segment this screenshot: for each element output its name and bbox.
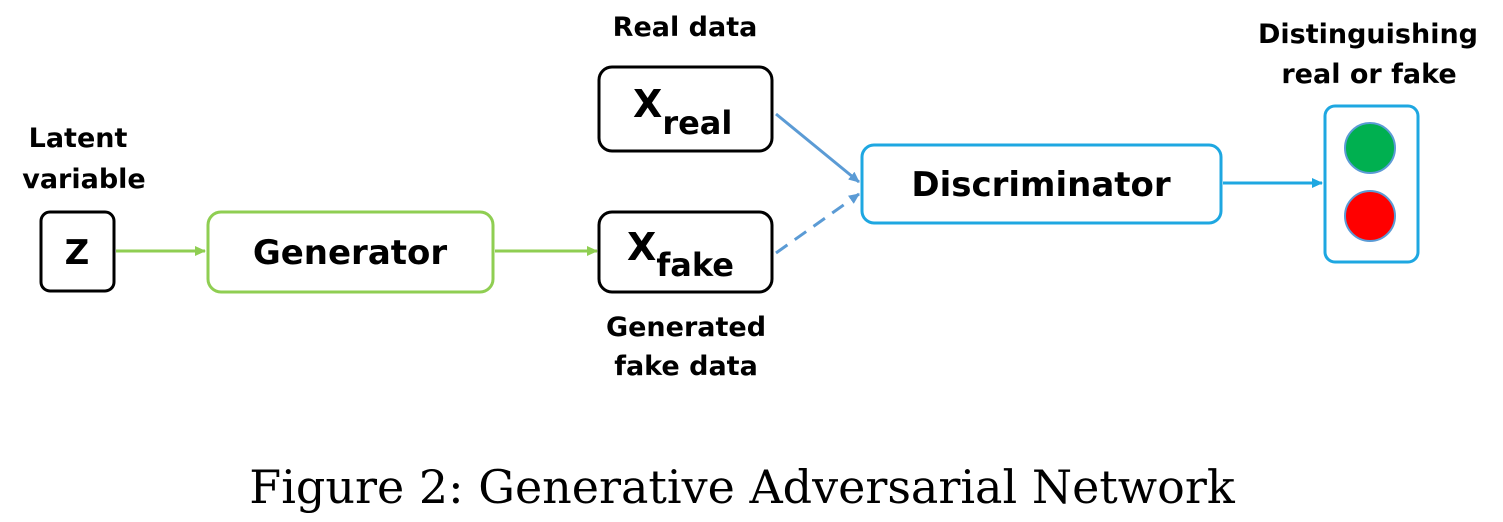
distinguishing-label-line1: Distinguishing: [1258, 19, 1478, 50]
x-fake-symbol: Xfake: [627, 225, 734, 284]
z-node-label: Z: [65, 233, 90, 273]
x-real-base: X: [633, 82, 662, 126]
generator-node: [206, 210, 495, 294]
arrow-xfake-to-discriminator: [775, 192, 860, 255]
z-node: [39, 210, 116, 293]
discriminator-node-label: Discriminator: [911, 165, 1171, 205]
real-data-label: Real data: [613, 12, 758, 43]
x-real-symbol: Xreal: [633, 82, 732, 142]
x-real-node: [597, 65, 774, 153]
red-light-icon: [1344, 190, 1396, 242]
generated-label-line2: fake data: [614, 351, 758, 382]
latent-label-line2: variable: [22, 164, 146, 195]
generated-label-line1: Generated: [606, 312, 766, 343]
arrow-xreal-to-discriminator: [775, 112, 860, 184]
figure-caption: Figure 2: Generative Adversarial Network: [249, 460, 1236, 514]
distinguishing-label-line2: real or fake: [1281, 59, 1456, 90]
x-fake-node: [597, 210, 774, 294]
discriminator-node: [860, 143, 1223, 225]
x-fake-base: X: [627, 225, 656, 269]
latent-label-line1: Latent: [29, 123, 128, 154]
generator-node-label: Generator: [253, 233, 448, 273]
x-fake-subscript: fake: [656, 246, 734, 284]
green-light-icon: [1344, 122, 1396, 174]
x-real-subscript: real: [662, 104, 732, 142]
